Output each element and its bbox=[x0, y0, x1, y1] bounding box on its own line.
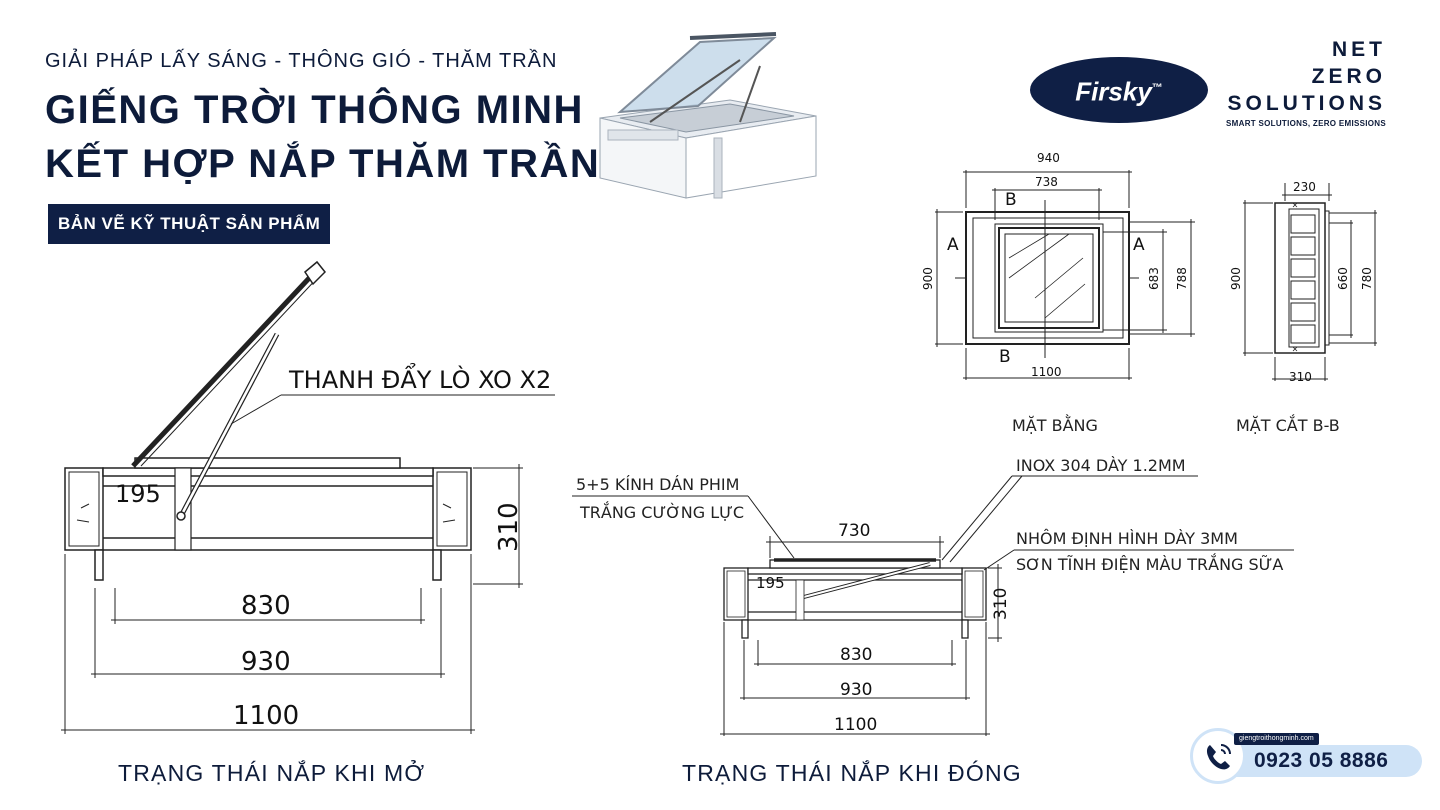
section-dim-310: 310 bbox=[1289, 370, 1312, 384]
open-dim-930: 930 bbox=[241, 647, 291, 677]
closed-dim-730: 730 bbox=[838, 521, 870, 541]
firsky-logo: Firsky™ bbox=[1030, 57, 1208, 123]
open-dim-310: 310 bbox=[494, 502, 524, 552]
closed-dim-930: 930 bbox=[840, 680, 872, 700]
plan-mark-a-right: A bbox=[1133, 235, 1145, 255]
glass-callout-line2: TRẮNG CƯỜNG LỰC bbox=[579, 501, 744, 522]
plan-dim-788: 788 bbox=[1175, 267, 1189, 290]
netzero-slogan: SMART SOLUTIONS, ZERO EMISSIONS bbox=[1226, 119, 1386, 128]
section-dim-900: 900 bbox=[1229, 267, 1243, 290]
closed-state-drawing: 5+5 KÍNH DÁN PHIM TRẮNG CƯỜNG LỰC INOX 3… bbox=[572, 456, 1294, 736]
plan-view-drawing: 940 738 B B A A 900 683 788 1100 bbox=[921, 151, 1195, 380]
closed-dim-830: 830 bbox=[840, 645, 872, 665]
header-tagline: GIẢI PHÁP LẤY SÁNG - THÔNG GIÓ - THĂM TR… bbox=[45, 50, 558, 72]
netzero-zero: ZERO bbox=[1311, 65, 1386, 88]
spring-strut-callout: THANH ĐẨY LÒ XO X2 bbox=[288, 362, 551, 394]
closed-dim-195: 195 bbox=[756, 574, 785, 592]
plan-dim-738: 738 bbox=[1035, 175, 1058, 189]
logo-text: Firsky bbox=[1075, 76, 1152, 107]
glass-callout-line1: 5+5 KÍNH DÁN PHIM bbox=[576, 475, 739, 494]
inox-callout: INOX 304 DÀY 1.2MM bbox=[1016, 456, 1186, 475]
page-title-line2: KẾT HỢP NẮP THĂM TRẦN bbox=[45, 142, 601, 186]
aluminium-callout-line2: SƠN TĨNH ĐIỆN MÀU TRẮNG SỮA bbox=[1016, 553, 1283, 574]
plan-dim-900: 900 bbox=[921, 267, 935, 290]
phone-icon[interactable] bbox=[1190, 728, 1246, 784]
section-dim-230: 230 bbox=[1293, 180, 1316, 194]
aluminium-callout-line1: NHÔM ĐỊNH HÌNH DÀY 3MM bbox=[1016, 529, 1238, 548]
closed-dim-1100: 1100 bbox=[834, 715, 877, 735]
plan-view-caption: MẶT BẰNG bbox=[1012, 416, 1098, 435]
closed-state-caption: TRẠNG THÁI NẮP KHI ĐÓNG bbox=[682, 760, 1022, 786]
section-view-drawing: 230 900 660 780 310 bbox=[1229, 180, 1377, 384]
section-view-caption: MẶT CẮT B-B bbox=[1236, 416, 1340, 435]
plan-dim-683: 683 bbox=[1147, 267, 1161, 290]
page-title-line1: GIẾNG TRỜI THÔNG MINH bbox=[45, 88, 584, 132]
open-dim-195: 195 bbox=[115, 480, 161, 508]
website-label[interactable]: giengtroithongminh.com bbox=[1234, 733, 1319, 745]
plan-mark-b-bottom: B bbox=[999, 347, 1011, 367]
netzero-net: NET bbox=[1332, 38, 1386, 61]
skylight-product-illustration bbox=[599, 32, 817, 199]
netzero-solutions: SOLUTIONS bbox=[1227, 92, 1386, 115]
section-dim-660: 660 bbox=[1336, 267, 1350, 290]
trademark-mark: ™ bbox=[1151, 82, 1163, 94]
open-state-drawing: THANH ĐẨY LÒ XO X2 195 310 830 930 1100 bbox=[61, 260, 555, 734]
open-state-caption: TRẠNG THÁI NẮP KHI MỞ bbox=[118, 760, 426, 786]
plan-mark-a-left: A bbox=[947, 235, 959, 255]
open-dim-1100: 1100 bbox=[233, 701, 299, 731]
closed-dim-310: 310 bbox=[991, 588, 1011, 620]
plan-mark-b-top: B bbox=[1005, 190, 1017, 210]
open-dim-830: 830 bbox=[241, 591, 291, 621]
drawing-badge: BẢN VẼ KỸ THUẬT SẢN PHẨM bbox=[48, 204, 331, 244]
section-dim-780: 780 bbox=[1360, 267, 1374, 290]
plan-dim-1100: 1100 bbox=[1031, 365, 1062, 379]
plan-dim-940: 940 bbox=[1037, 151, 1060, 165]
phone-number[interactable]: 0923 05 8886 bbox=[1254, 749, 1389, 772]
